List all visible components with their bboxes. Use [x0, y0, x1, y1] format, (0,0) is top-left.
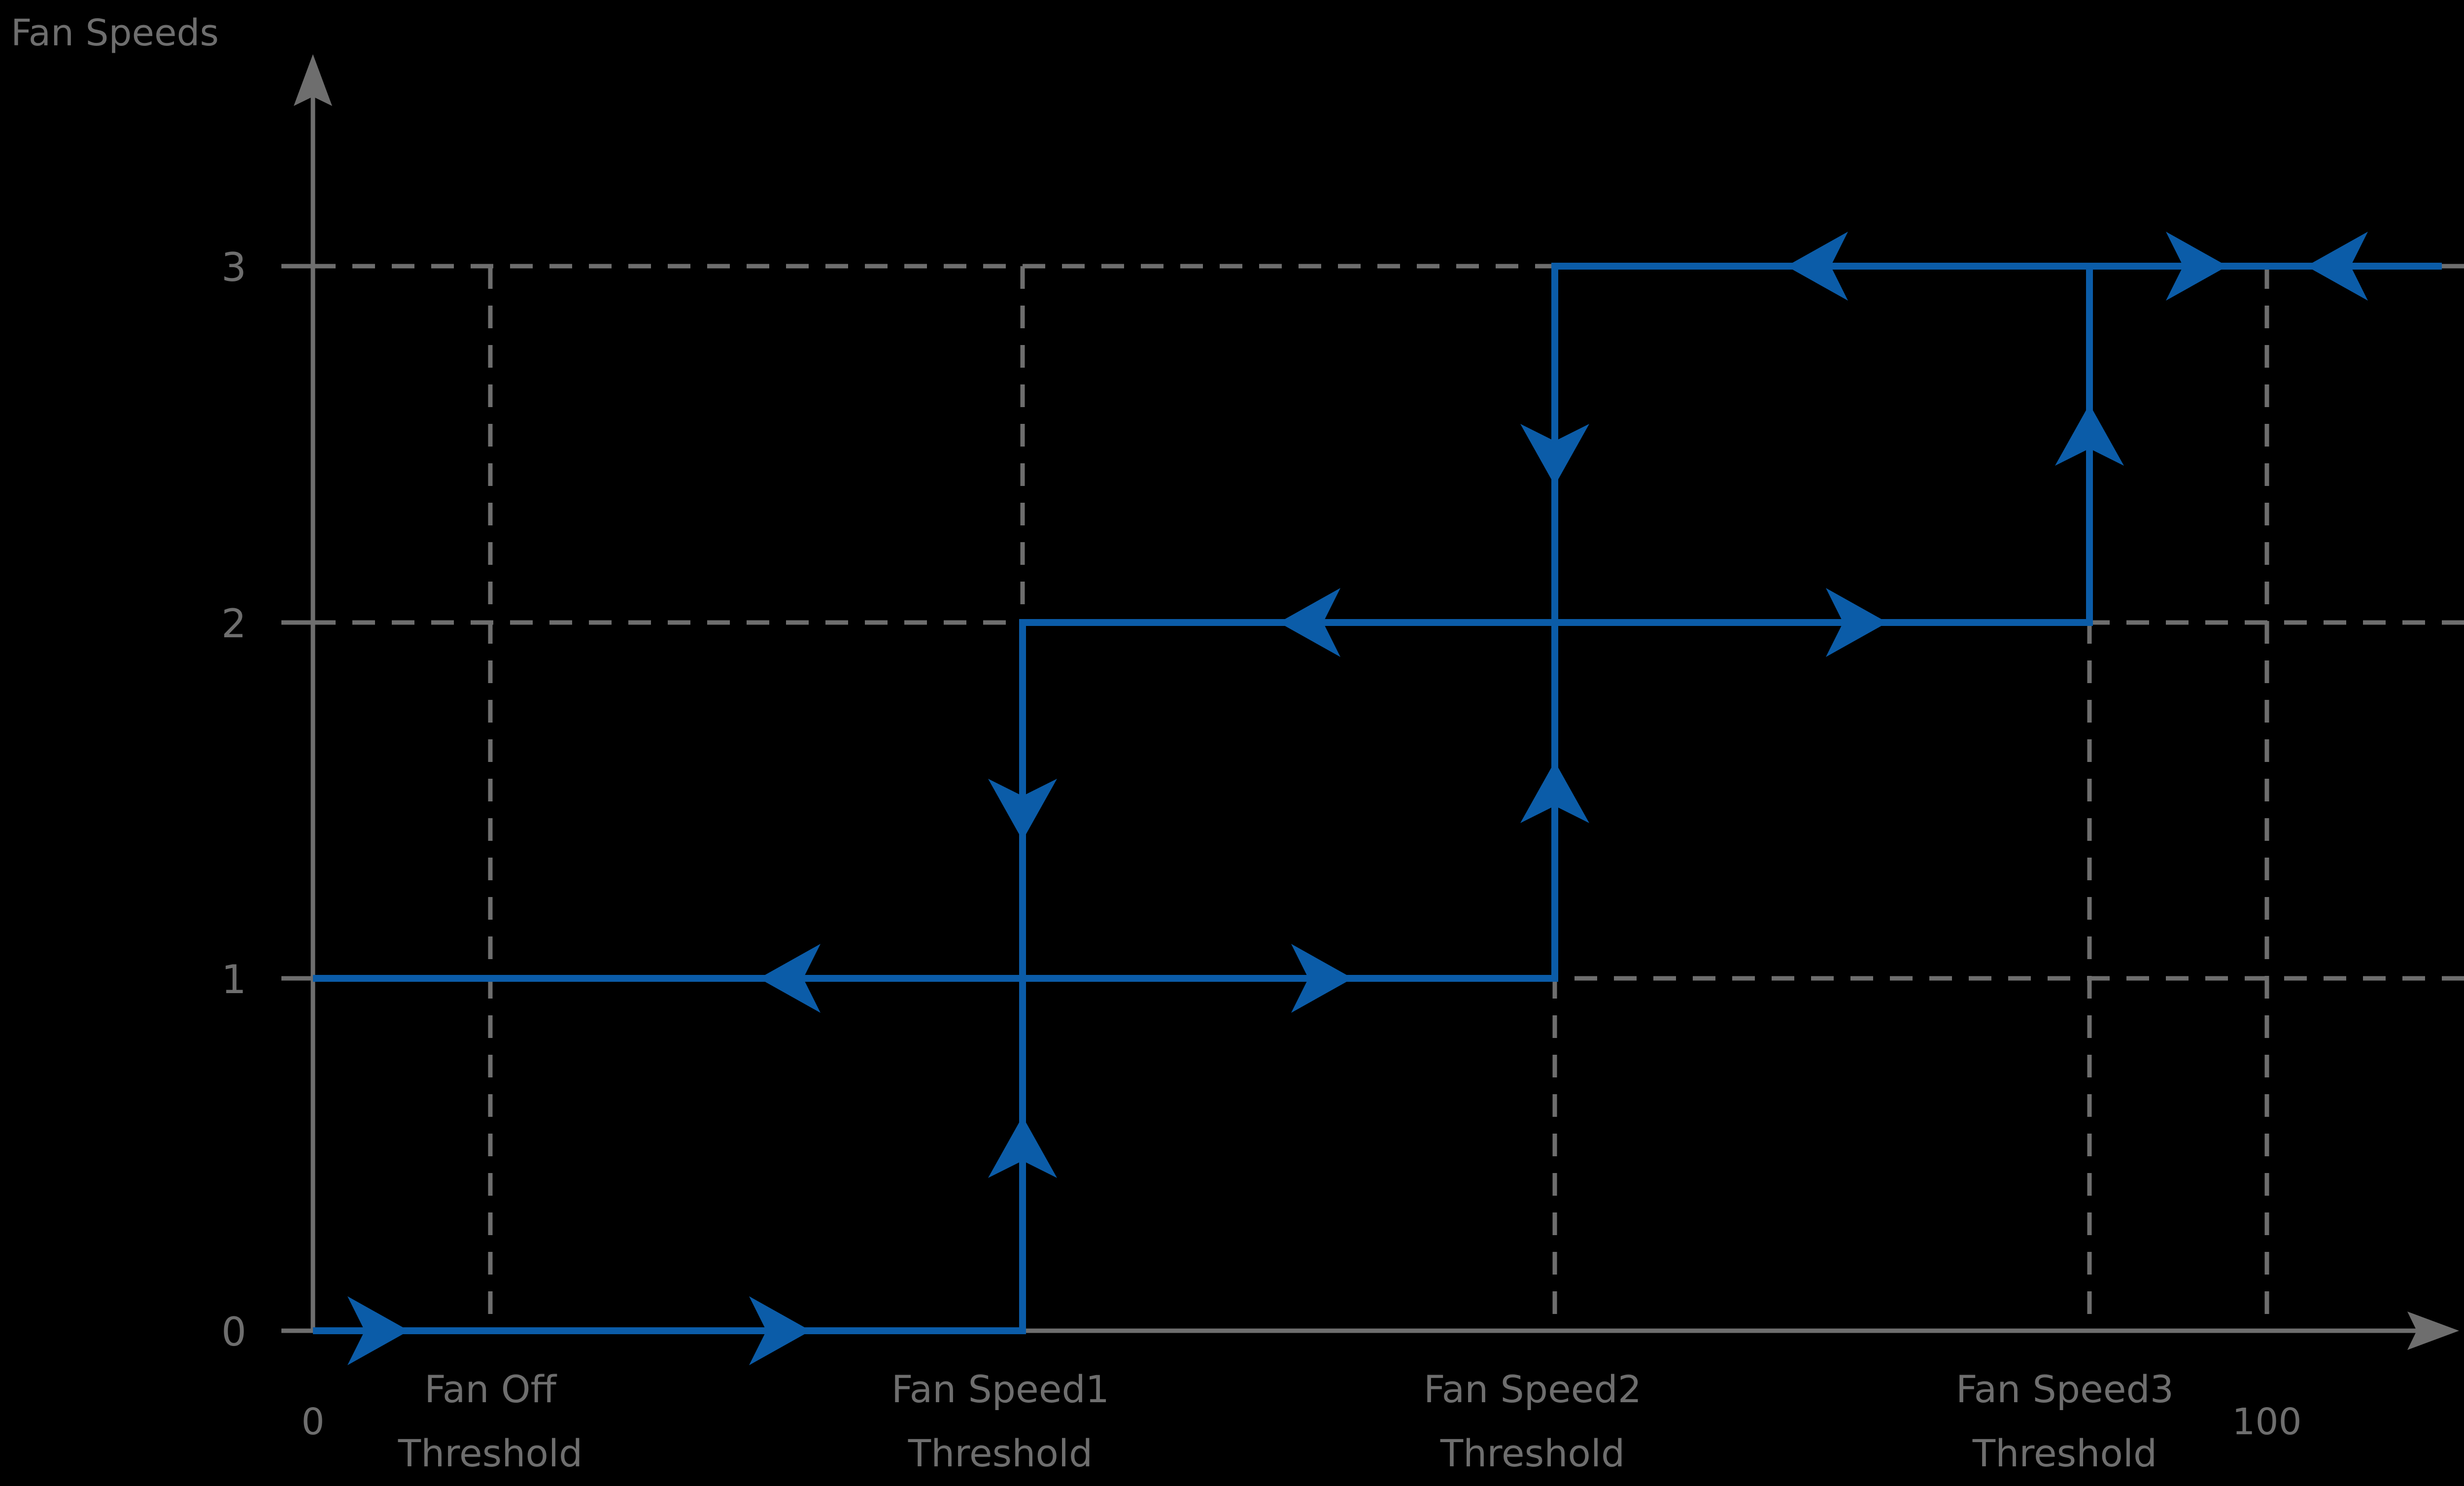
curve-direction-arrows — [347, 232, 2368, 1365]
arrow-up-rise3 — [2055, 404, 2124, 466]
arrow-right-y3 — [2166, 232, 2227, 301]
threshold-label-fan-speed2-line2: Threshold — [1440, 1431, 1625, 1475]
threshold-label-fan-speed2: Fan Speed2 Threshold — [1424, 1367, 1642, 1475]
axes — [281, 54, 2459, 1350]
threshold-label-fan-speed3-line1: Fan Speed3 — [1956, 1367, 2174, 1411]
threshold-label-fan-off-line2: Threshold — [398, 1431, 583, 1475]
arrow-down-fall1 — [988, 779, 1057, 840]
x-tick-label-100: 100 — [2232, 1401, 2301, 1443]
arrow-up-rise2 — [1520, 761, 1589, 823]
x-tick-label-0: 0 — [301, 1401, 324, 1443]
chart-title: Fan Speeds — [11, 12, 219, 54]
threshold-label-fan-speed3: Fan Speed3 Threshold — [1956, 1367, 2174, 1475]
arrow-right-y0-b — [749, 1296, 811, 1365]
y-tick-label-2: 2 — [221, 601, 246, 647]
y-tick-label-1: 1 — [221, 957, 246, 1002]
arrow-right-y0-a — [347, 1296, 409, 1365]
y-axis-arrowhead — [294, 54, 332, 106]
threshold-label-fan-off: Fan Off Threshold — [398, 1367, 583, 1475]
arrow-left-y3-b — [2306, 232, 2368, 301]
arrow-up-rise1 — [988, 1116, 1057, 1178]
threshold-label-fan-speed2-line1: Fan Speed2 — [1424, 1367, 1642, 1411]
threshold-label-fan-off-line1: Fan Off — [424, 1367, 557, 1411]
arrow-left-y1 — [759, 944, 821, 1013]
y-tick-label-3: 3 — [221, 244, 246, 290]
arrow-right-y1 — [1291, 944, 1353, 1013]
y-tick-label-0: 0 — [221, 1309, 246, 1355]
arrow-left-y3-a — [1786, 232, 1848, 301]
arrow-down-fall2 — [1520, 424, 1589, 485]
threshold-label-fan-speed1-line2: Threshold — [908, 1431, 1093, 1475]
threshold-label-fan-speed3-line2: Threshold — [1972, 1431, 2157, 1475]
arrow-left-y2 — [1279, 588, 1340, 657]
x-axis-arrowhead — [2407, 1312, 2459, 1350]
arrow-right-y2 — [1826, 588, 1887, 657]
vertical-gridlines — [488, 266, 2269, 1331]
threshold-label-fan-speed1: Fan Speed1 Threshold — [891, 1367, 1109, 1475]
threshold-label-fan-speed1-line1: Fan Speed1 — [891, 1367, 1109, 1411]
hysteresis-curve — [313, 263, 2442, 1334]
